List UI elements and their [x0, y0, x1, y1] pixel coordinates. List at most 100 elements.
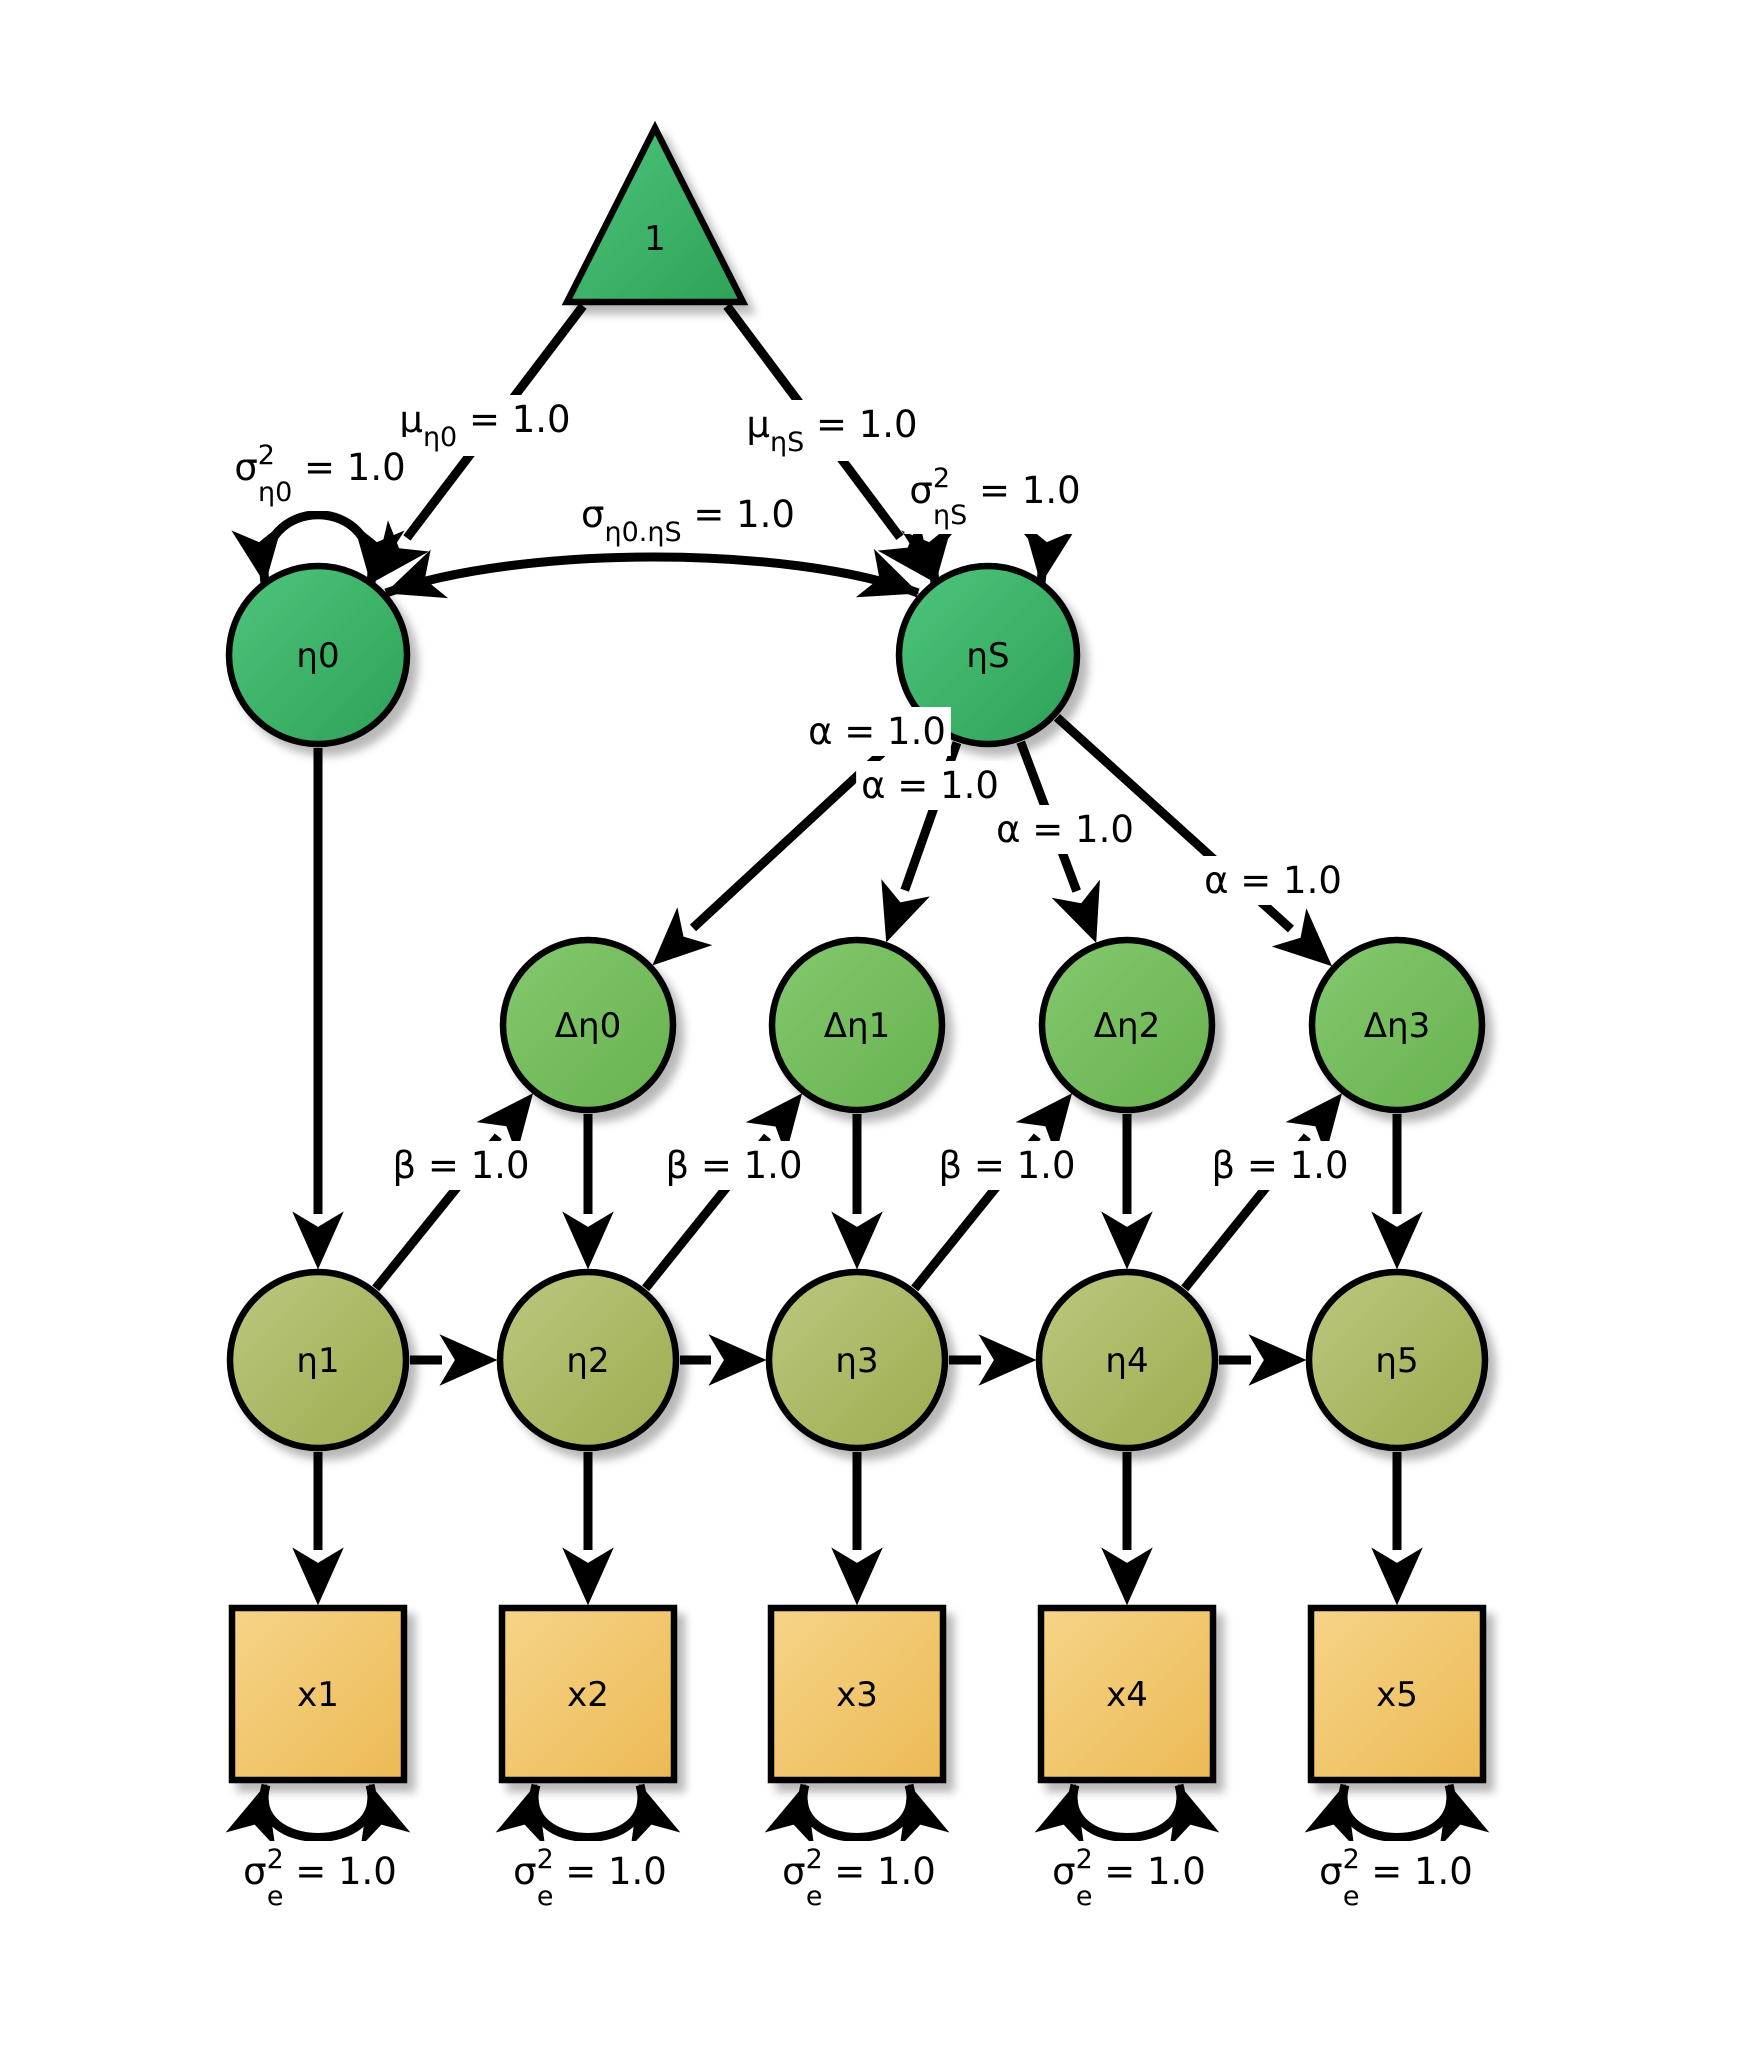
node-label-x5: x5: [1376, 1675, 1418, 1715]
param-label-bg-beta-2: [660, 1141, 808, 1190]
param-label-bg-alpha-1: [803, 707, 951, 756]
node-eta3-latent: [765, 1268, 949, 1452]
param-label-beta-1: β = 1.0: [393, 1144, 530, 1187]
param-label-bg-var-etaS: [904, 460, 1086, 534]
param-label-bg-err-x2: [508, 1841, 672, 1915]
node-label-eta3: η3: [835, 1341, 878, 1381]
param-label-beta-2: β = 1.0: [666, 1144, 803, 1187]
param-label-part: β = 1.0: [939, 1144, 1076, 1187]
param-label-part: β = 1.0: [1212, 1144, 1349, 1187]
node-label-x3: x3: [836, 1675, 878, 1715]
variance-loop-x2: [495, 1783, 681, 1847]
param-label-part: = 1.0: [283, 1850, 396, 1893]
node-label-eta5: η5: [1375, 1341, 1418, 1381]
param-label-part: σ: [513, 1850, 536, 1893]
param-label-bg-alpha-4: [1199, 856, 1347, 905]
node-eta4-latent: [1035, 1268, 1219, 1452]
param-label-part: e: [537, 1881, 554, 1912]
covariance-arc-eta0-etaS: [384, 548, 920, 599]
node-label-const1: 1: [644, 219, 666, 259]
param-label-part: 2: [933, 463, 950, 494]
param-label-part: e: [1076, 1881, 1093, 1912]
param-label-part: σ: [909, 469, 932, 512]
node-const1-constant: [561, 120, 749, 306]
param-label-beta-3: β = 1.0: [939, 1144, 1076, 1187]
param-label-part: = 1.0: [292, 446, 405, 489]
node-label-etaS: ηS: [966, 636, 1009, 676]
node-label-x2: x2: [567, 1675, 609, 1715]
param-label-part: α = 1.0: [1204, 859, 1342, 902]
node-label-x1: x1: [297, 1675, 339, 1715]
param-label-bg-beta-1: [387, 1141, 535, 1190]
param-label-part: σ: [782, 1850, 805, 1893]
param-label-part: ηS: [770, 427, 804, 458]
param-label-part: σ: [581, 493, 604, 536]
param-label-part: σ: [234, 446, 257, 489]
param-label-part: = 1.0: [1359, 1850, 1472, 1893]
param-label-cov-eta0-etaS: ση0.ηS = 1.0: [581, 493, 795, 548]
param-label-part: 2: [1343, 1844, 1360, 1875]
param-label-part: η0: [258, 477, 292, 508]
variance-loop-eta0: [231, 510, 405, 585]
node-label-eta2: η2: [566, 1341, 609, 1381]
param-label-part: β = 1.0: [666, 1144, 803, 1187]
param-label-part: = 1.0: [457, 398, 570, 441]
param-label-part: η0.ηS: [604, 517, 681, 548]
param-label-part: 2: [1076, 1844, 1093, 1875]
param-label-bg-err-x4: [1047, 1841, 1211, 1915]
node-deta0-latent: [499, 936, 677, 1114]
param-label-bg-mu-etaS: [741, 400, 923, 461]
param-label-alpha-3: α = 1.0: [996, 808, 1134, 851]
node-label-x4: x4: [1106, 1675, 1148, 1715]
param-label-part: α = 1.0: [996, 808, 1134, 851]
param-label-bg-mu-eta0: [394, 395, 576, 456]
variance-loop-x4: [1034, 1783, 1220, 1847]
param-label-beta-4: β = 1.0: [1212, 1144, 1349, 1187]
variance-loop-x1: [225, 1783, 411, 1847]
node-deta3-latent: [1308, 936, 1486, 1114]
param-label-bg-var-eta0: [229, 437, 411, 511]
param-label-mu-eta0: μη0 = 1.0: [399, 398, 570, 453]
param-label-mu-etaS: μηS = 1.0: [746, 403, 917, 458]
param-label-alpha-1: α = 1.0: [808, 710, 946, 753]
variance-loop-x5: [1304, 1783, 1490, 1847]
param-label-bg-alpha-2: [856, 761, 1004, 810]
param-label-part: e: [1343, 1881, 1360, 1912]
param-label-part: = 1.0: [804, 403, 917, 446]
node-deta1-latent: [768, 936, 946, 1114]
param-label-part: = 1.0: [682, 493, 795, 536]
node-label-deta0: Δη0: [555, 1006, 621, 1046]
param-label-alpha-2: α = 1.0: [861, 764, 999, 807]
param-label-part: η0: [423, 422, 457, 453]
param-label-part: σ: [243, 1850, 266, 1893]
variance-loop-x3: [764, 1783, 950, 1847]
param-label-alpha-4: α = 1.0: [1204, 859, 1342, 902]
param-label-part: e: [267, 1881, 284, 1912]
param-label-bg-err-x3: [777, 1841, 941, 1915]
node-label-eta4: η4: [1105, 1341, 1148, 1381]
param-label-part: β = 1.0: [393, 1144, 530, 1187]
node-eta5-latent: [1305, 1268, 1489, 1452]
param-label-part: α = 1.0: [861, 764, 999, 807]
param-label-bg-cov-eta0-etaS: [576, 490, 800, 551]
node-eta1-latent: [226, 1268, 410, 1452]
param-label-part: 2: [806, 1844, 823, 1875]
param-label-part: 2: [537, 1844, 554, 1875]
node-label-deta1: Δη1: [824, 1006, 890, 1046]
node-label-deta3: Δη3: [1364, 1006, 1430, 1046]
param-label-part: μ: [399, 398, 423, 441]
param-label-bg-err-x1: [238, 1841, 402, 1915]
param-label-part: σ: [1052, 1850, 1075, 1893]
node-x5-observed: [1307, 1604, 1487, 1784]
node-label-deta2: Δη2: [1094, 1006, 1160, 1046]
node-x4-observed: [1037, 1604, 1217, 1784]
node-x1-observed: [228, 1604, 408, 1784]
param-label-part: 2: [258, 440, 275, 471]
